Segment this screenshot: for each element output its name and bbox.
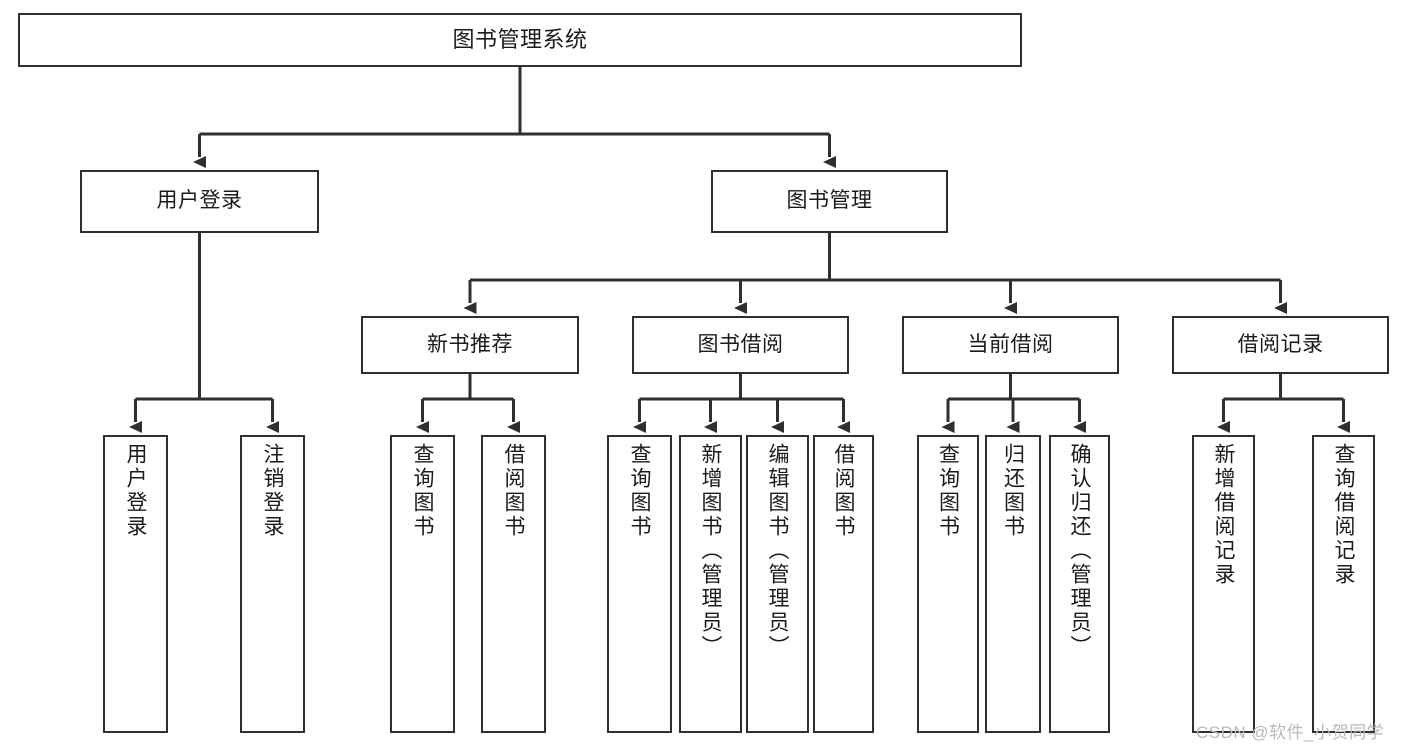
node-l_login[interactable]: 用户登录 <box>103 435 168 733</box>
node-root[interactable]: 图书管理系统 <box>18 13 1022 67</box>
node-l_c_query[interactable]: 查询图书 <box>917 435 979 733</box>
node-borrow[interactable]: 图书借阅 <box>632 316 849 374</box>
csdn-watermark: CSDN @软件_小贺同学 <box>1196 723 1385 742</box>
node-l_nb_borrow[interactable]: 借阅图书 <box>481 435 546 733</box>
node-l_r_add[interactable]: 新增借阅记录 <box>1192 435 1255 733</box>
node-current[interactable]: 当前借阅 <box>902 316 1119 374</box>
node-label: 归还图书 <box>1001 443 1025 539</box>
node-bookmgmt[interactable]: 图书管理 <box>711 170 948 233</box>
node-l_r_query[interactable]: 查询借阅记录 <box>1312 435 1375 733</box>
node-label: 新书推荐 <box>427 332 513 356</box>
node-l_logout[interactable]: 注销登录 <box>240 435 305 733</box>
node-label: 当前借阅 <box>967 332 1054 356</box>
node-label: 注销登录 <box>261 443 284 539</box>
node-label: 查询图书 <box>411 443 434 539</box>
node-l_b_query[interactable]: 查询图书 <box>607 435 672 733</box>
node-label: 编辑图书（管理员） <box>766 443 789 659</box>
node-login[interactable]: 用户登录 <box>80 170 319 233</box>
node-label: 查询图书 <box>936 443 960 539</box>
node-l_b_borrow[interactable]: 借阅图书 <box>813 435 874 733</box>
node-label: 图书管理系统 <box>452 26 588 52</box>
node-label: 借阅记录 <box>1237 332 1324 356</box>
node-label: 新增借阅记录 <box>1212 443 1235 587</box>
node-label: 图书管理 <box>786 189 873 213</box>
node-label: 确认归还（管理员） <box>1068 443 1091 659</box>
node-records[interactable]: 借阅记录 <box>1172 316 1389 374</box>
node-label: 借阅图书 <box>832 443 855 539</box>
node-label: 查询借阅记录 <box>1332 443 1355 587</box>
node-label: 新增图书（管理员） <box>699 443 722 659</box>
node-label: 借阅图书 <box>502 443 525 539</box>
node-l_nb_query[interactable]: 查询图书 <box>390 435 455 733</box>
node-label: 用户登录 <box>124 443 147 539</box>
node-label: 用户登录 <box>156 189 243 213</box>
node-l_b_add[interactable]: 新增图书（管理员） <box>679 435 742 733</box>
node-newbooks[interactable]: 新书推荐 <box>361 316 579 374</box>
node-l_c_confirm[interactable]: 确认归还（管理员） <box>1049 435 1110 733</box>
node-label: 查询图书 <box>628 443 651 539</box>
node-l_b_edit[interactable]: 编辑图书（管理员） <box>746 435 809 733</box>
node-label: 图书借阅 <box>697 332 784 356</box>
node-l_c_return[interactable]: 归还图书 <box>985 435 1041 733</box>
